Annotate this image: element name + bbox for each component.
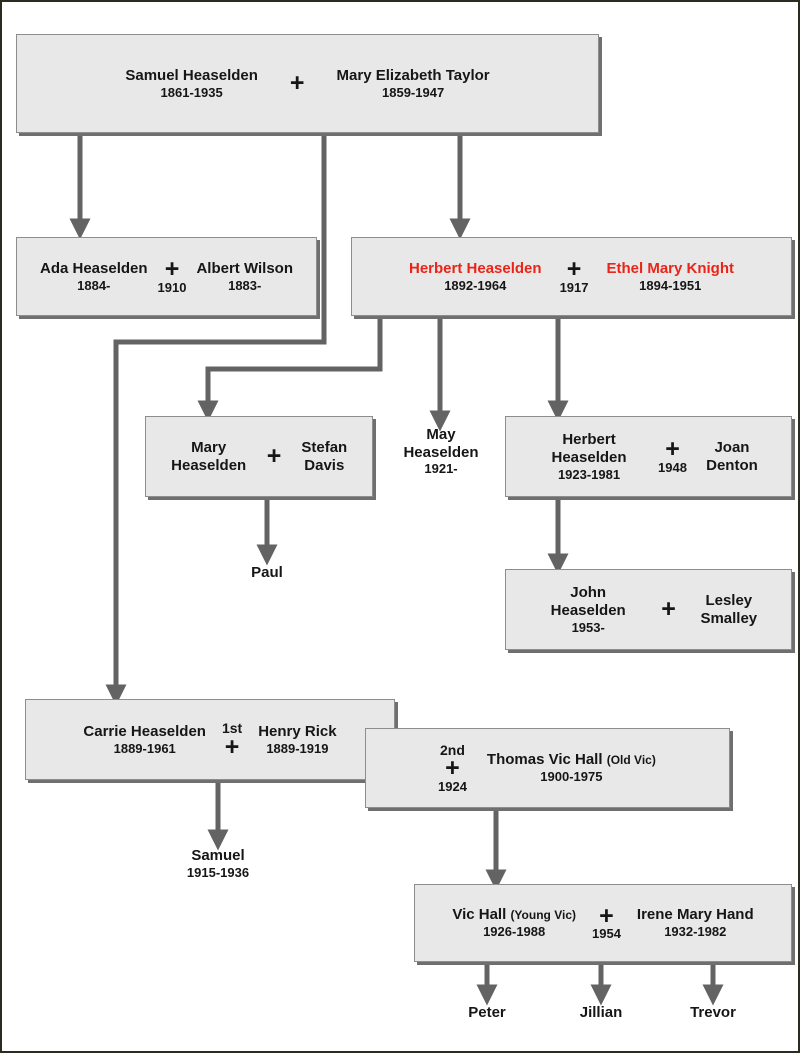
person-dates: 1894-1951 — [639, 277, 702, 293]
union-marker: + — [257, 442, 292, 471]
person-name: Thomas Vic Hall (Old Vic) — [486, 751, 656, 769]
person-thomas-vic-hall: Thomas Vic Hall (Old Vic) 1900-1975 — [485, 751, 658, 784]
edge-herbert-to-mary — [197, 316, 383, 422]
edge-samuel-to-carrie — [105, 133, 327, 706]
person-stefan-davis: Stefan Davis — [291, 439, 357, 474]
plus-icon: + — [665, 435, 680, 464]
person-samuel-heaselden: Samuel Heaselden 1861-1935 — [123, 67, 260, 100]
marriage-year: 1910 — [157, 279, 187, 295]
person-ethel-mary-knight: Ethel Mary Knight 1894-1951 — [604, 260, 736, 293]
node-herbertjr-joan[interactable]: Herbert Heaselden 1923-1981 + 1948 Joan … — [505, 416, 792, 497]
person-name: Peter — [468, 1004, 506, 1021]
person-name: Stefan Davis — [301, 438, 348, 474]
person-name: Ada Heaselden — [39, 259, 148, 277]
person-dates: 1915-1936 — [186, 864, 250, 880]
person-dates: 1921- — [424, 461, 458, 477]
person-vic-hall: Vic Hall (Young Vic) 1926-1988 — [450, 906, 578, 939]
node-carrie-thomas[interactable]: 2nd + 1924 Thomas Vic Hall (Old Vic) 190… — [365, 728, 730, 808]
plus-icon: + — [661, 595, 676, 624]
person-dates: 1932-1982 — [664, 924, 727, 940]
person-name: Lesley Smalley — [700, 591, 758, 627]
person-name: Vic Hall (Young Vic) — [452, 906, 576, 924]
plus-icon: + — [599, 901, 614, 930]
person-dates: 1892-1964 — [444, 277, 507, 293]
person-name: Paul — [251, 564, 283, 581]
node-vic-irene[interactable]: Vic Hall (Young Vic) 1926-1988 + 1954 Ir… — [414, 884, 792, 962]
person-name: Mary Elizabeth Taylor — [336, 66, 490, 84]
plus-icon: + — [445, 754, 460, 783]
node-mary-stefan[interactable]: Mary Heaselden + Stefan Davis — [145, 416, 373, 497]
person-carrie-heaselden: Carrie Heaselden 1889-1961 — [81, 723, 208, 756]
person-herbert-heaselden: Herbert Heaselden 1892-1964 — [407, 260, 544, 293]
person-ada-heaselden: Ada Heaselden 1884- — [38, 260, 150, 293]
node-john-lesley[interactable]: John Heaselden 1953- + Lesley Smalley — [505, 569, 792, 650]
leaf-paul: Paul — [227, 564, 307, 582]
person-dates: 1900-1975 — [540, 769, 603, 785]
union-marker: + — [260, 69, 335, 98]
person-dates: 1884- — [77, 277, 111, 293]
union-marker: + 1954 — [578, 901, 635, 942]
person-name: Irene Mary Hand — [636, 906, 754, 924]
person-mary-heaselden: Mary Heaselden — [161, 439, 257, 474]
person-name: Joan Denton — [706, 438, 758, 474]
leaf-may-heaselden: May Heaselden 1921- — [395, 426, 487, 477]
person-dates: 1883- — [228, 277, 262, 293]
node-herbert-ethel[interactable]: Herbert Heaselden 1892-1964 + 1917 Ethel… — [351, 237, 792, 316]
marriage-year: 1917 — [559, 279, 589, 295]
person-joan-denton: Joan Denton — [699, 439, 765, 474]
person-name: John Heaselden — [550, 584, 626, 619]
person-henry-rick: Henry Rick 1889-1919 — [256, 723, 338, 756]
person-name: Henry Rick — [258, 722, 337, 740]
person-john-heaselden: John Heaselden 1953- — [531, 584, 645, 635]
plus-icon: + — [289, 69, 305, 98]
person-name: Albert Wilson — [196, 259, 293, 277]
leaf-peter: Peter — [447, 1004, 527, 1022]
person-name: May Heaselden — [403, 426, 479, 461]
node-samuel-mary[interactable]: Samuel Heaselden 1861-1935 + Mary Elizab… — [16, 34, 599, 133]
plus-icon: + — [566, 255, 582, 284]
marriage-year: 1954 — [592, 926, 621, 942]
person-dates: 1889-1961 — [113, 740, 176, 756]
person-name: Herbert Heaselden — [551, 431, 627, 466]
person-nickname: (Old Vic) — [606, 753, 656, 768]
person-dates: 1926-1988 — [483, 924, 546, 940]
leaf-trevor: Trevor — [673, 1004, 753, 1022]
person-name: Samuel Heaselden — [125, 66, 258, 84]
person-albert-wilson: Albert Wilson 1883- — [194, 260, 295, 293]
node-carrie-henry[interactable]: Carrie Heaselden 1889-1961 1st + Henry R… — [25, 699, 395, 780]
person-name: Jillian — [579, 1004, 623, 1021]
marriage-ordinal: 2nd — [440, 741, 465, 758]
union-marker: + 1917 — [544, 255, 605, 295]
person-name: Ethel Mary Knight — [606, 259, 734, 277]
person-name: Trevor — [690, 1004, 736, 1021]
node-ada-albert[interactable]: Ada Heaselden 1884- + 1910 Albert Wilson… — [16, 237, 317, 316]
person-irene-mary-hand: Irene Mary Hand 1932-1982 — [635, 906, 756, 939]
person-name: Samuel — [191, 847, 245, 864]
person-herbert-heaselden-jr: Herbert Heaselden 1923-1981 — [532, 431, 646, 482]
person-name: Herbert Heaselden — [409, 259, 542, 277]
union-marker: + — [645, 595, 692, 624]
person-lesley-smalley: Lesley Smalley — [692, 592, 766, 627]
person-dates: 1861-1935 — [160, 84, 223, 100]
plus-icon: + — [266, 442, 282, 471]
plus-icon: + — [164, 255, 180, 284]
marriage-ordinal: 1st — [221, 719, 243, 736]
leaf-jillian: Jillian — [561, 1004, 641, 1022]
person-dates: 1923-1981 — [557, 466, 621, 482]
person-dates: 1889-1919 — [266, 740, 329, 756]
person-dates: 1859-1947 — [382, 84, 445, 100]
union-marker-second: 2nd + 1924 — [438, 741, 485, 794]
leaf-samuel-child: Samuel 1915-1936 — [168, 847, 268, 880]
plus-icon: + — [224, 732, 240, 761]
person-mary-elizabeth-taylor: Mary Elizabeth Taylor 1859-1947 — [335, 67, 492, 100]
marriage-year: 1948 — [658, 459, 687, 475]
union-marker-first: 1st + — [208, 719, 256, 761]
union-marker: + 1910 — [150, 255, 195, 295]
person-name: Mary Heaselden — [171, 438, 247, 474]
person-dates: 1953- — [571, 619, 605, 635]
marriage-year: 1924 — [438, 778, 467, 794]
person-name: Carrie Heaselden — [83, 722, 206, 740]
union-marker: + 1948 — [646, 435, 699, 475]
person-nickname: (Young Vic) — [510, 908, 576, 923]
